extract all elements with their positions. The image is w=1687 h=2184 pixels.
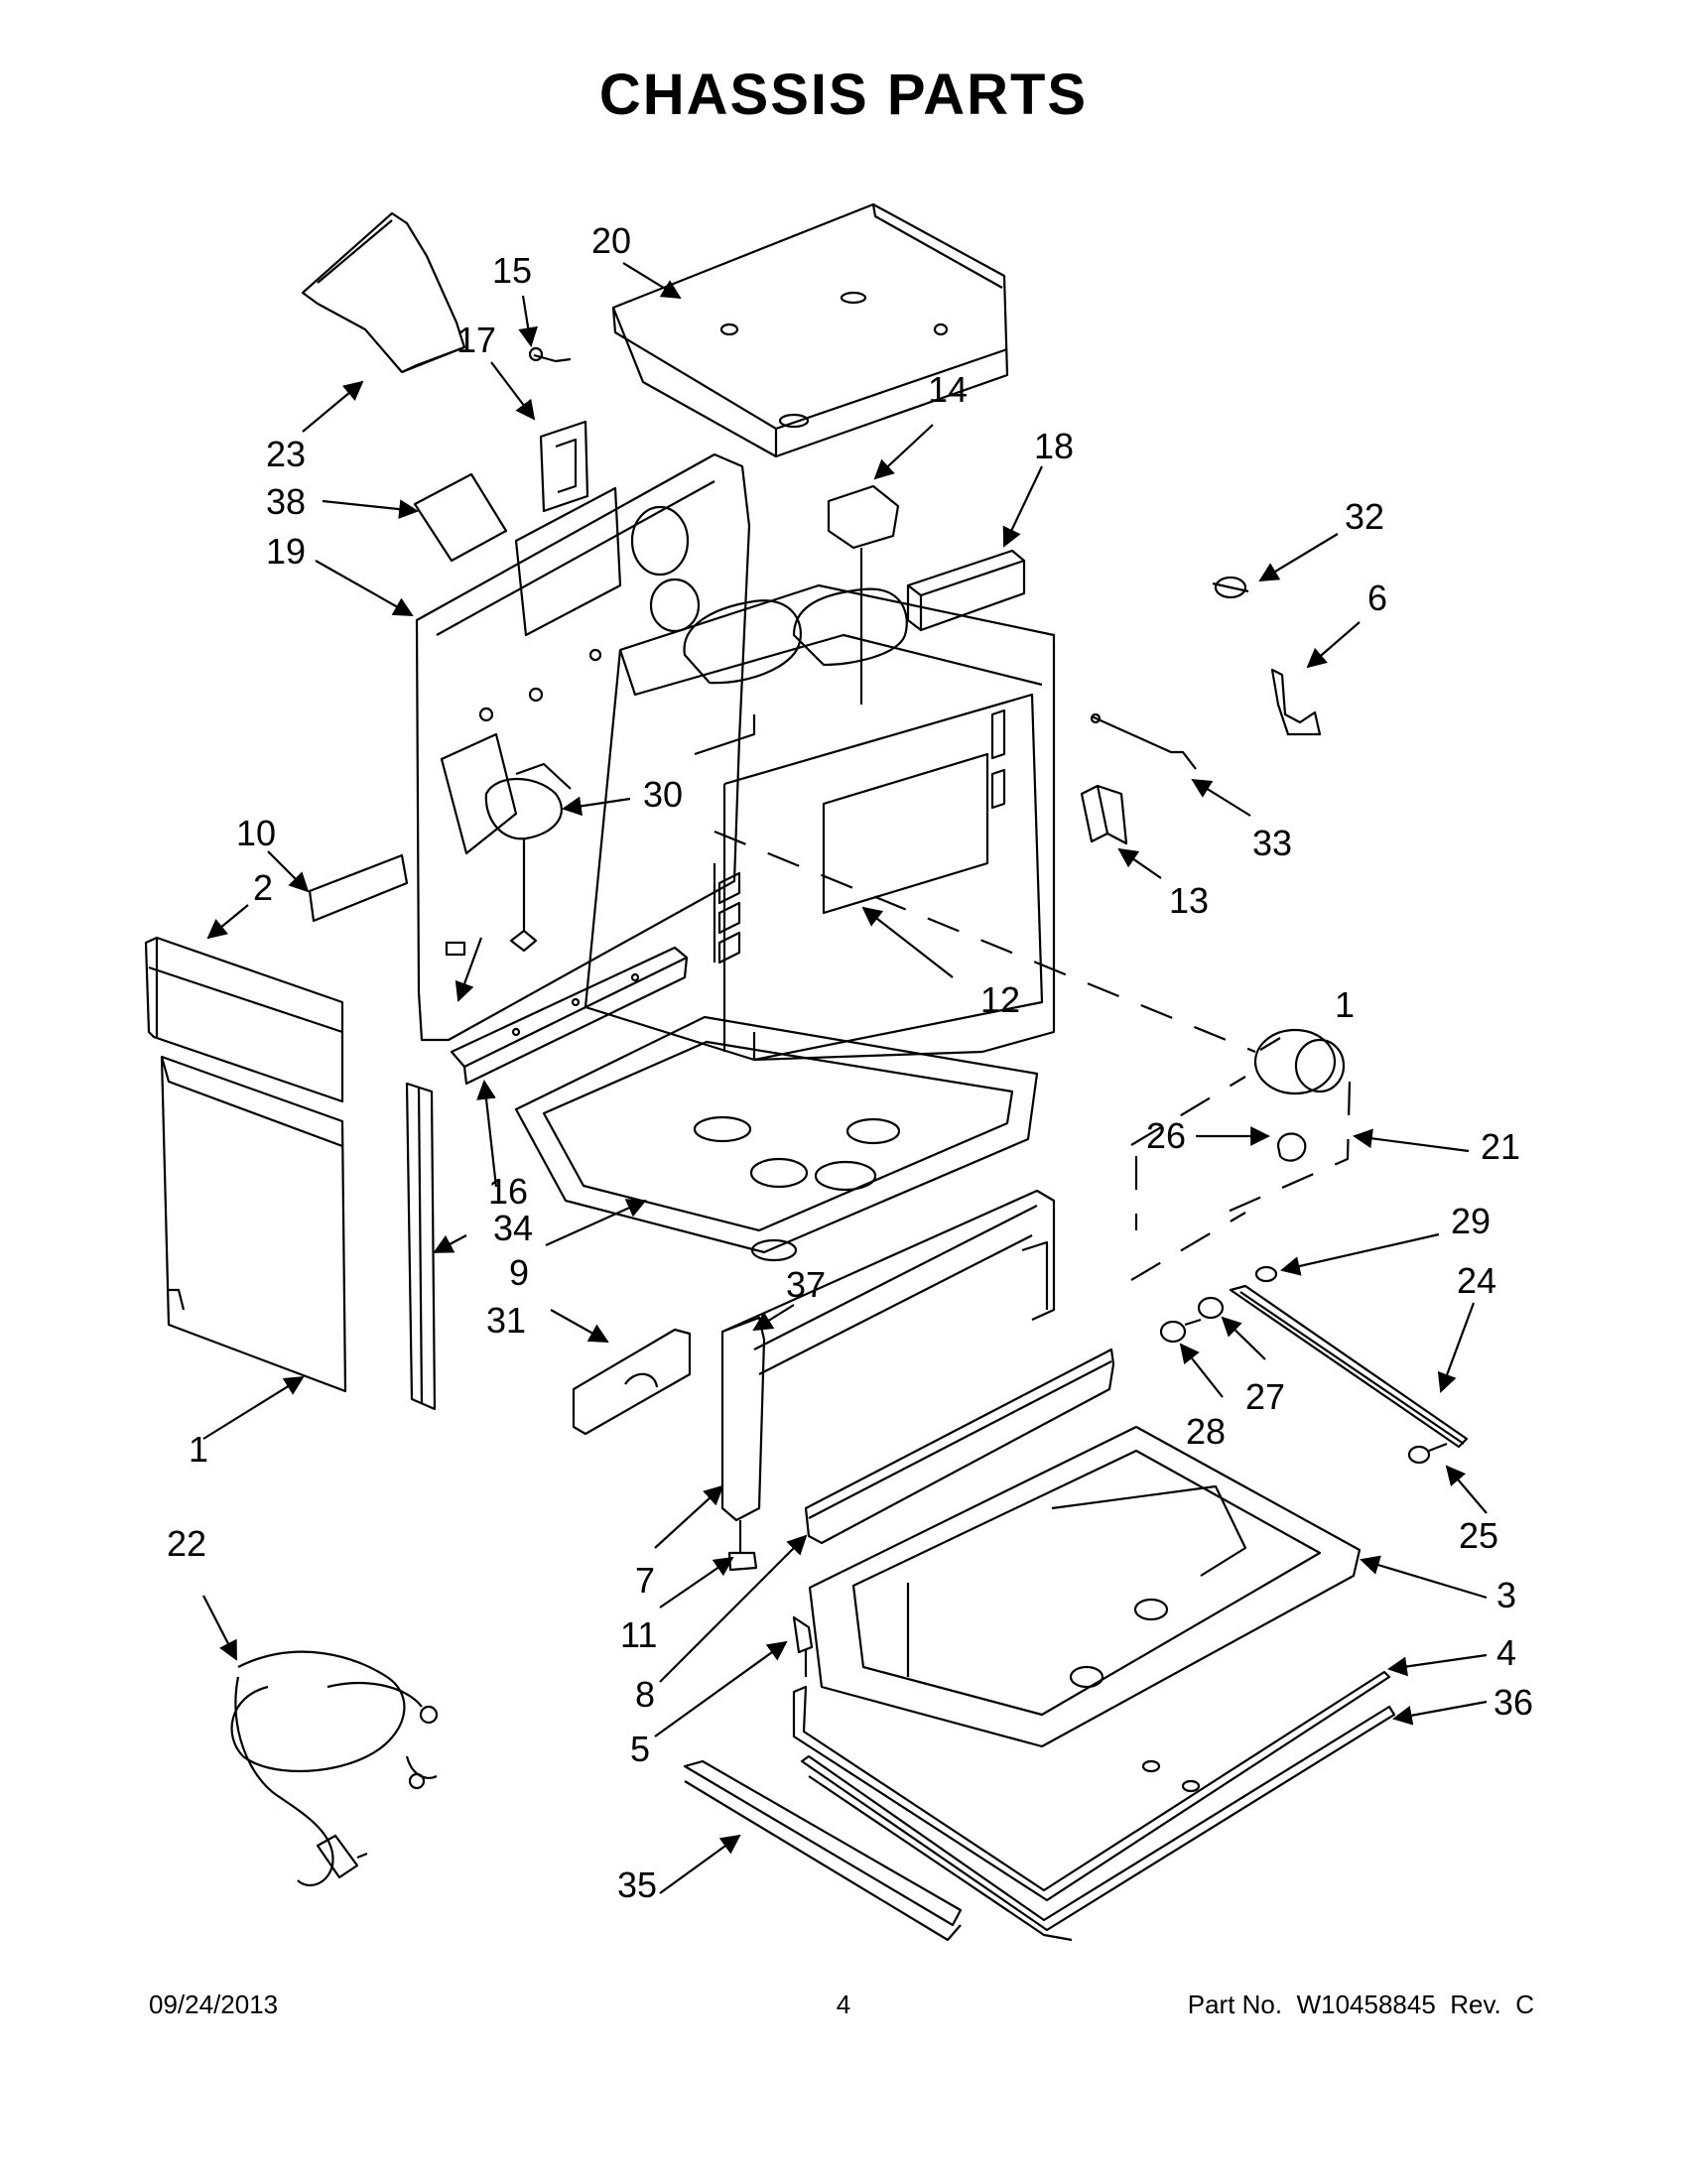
vent-duct-part [301, 211, 466, 374]
terminal-block [539, 420, 589, 513]
callout-1-b: 1 [189, 1429, 208, 1470]
oven-chassis-body [584, 583, 1056, 1062]
wire-shield-31 [572, 1328, 692, 1436]
top-cover-panel [611, 202, 1009, 458]
rear-panel [415, 452, 751, 1042]
footer-page-number: 4 [836, 1990, 851, 2019]
callout-35: 35 [617, 1864, 657, 1905]
callout-15: 15 [492, 250, 532, 291]
callout-13: 13 [1169, 880, 1209, 921]
bottom-rail-35 [683, 1759, 963, 1942]
callout-24: 24 [1457, 1260, 1496, 1301]
callout-5: 5 [630, 1729, 650, 1769]
drawer-rail-4 [792, 1670, 1391, 1902]
callout-22: 22 [167, 1523, 206, 1564]
callout-34: 34 [493, 1208, 533, 1248]
selector-switch [827, 484, 900, 705]
callout-36: 36 [1493, 1682, 1533, 1723]
side-panel-1 [160, 1055, 347, 1393]
callout-27: 27 [1245, 1376, 1285, 1417]
access-cover-plate [413, 472, 508, 563]
page-title: CHASSIS PARTS [598, 63, 1089, 127]
callout-2: 2 [253, 867, 273, 908]
callout-11: 11 [620, 1614, 657, 1655]
trim-strip-34 [405, 1082, 437, 1411]
footer-part-number: Part No. W10458845 Rev. C [1187, 1990, 1534, 2019]
bracket-6 [1270, 668, 1322, 736]
thermostat-32 [1212, 576, 1249, 599]
power-cord-22 [230, 1650, 439, 1887]
base-frame-3 [808, 1425, 1362, 1748]
convection-fan-motor [484, 762, 572, 953]
bushing-28 [1159, 1318, 1202, 1344]
rail-24 [1229, 1284, 1469, 1449]
callout-37: 37 [786, 1264, 826, 1305]
callout-32: 32 [1345, 496, 1384, 537]
callout-10: 10 [236, 813, 276, 853]
callout-8: 8 [635, 1674, 655, 1715]
oven-sensor-33 [1090, 712, 1197, 770]
callout-4: 4 [1496, 1632, 1516, 1673]
callout-19: 19 [266, 531, 306, 572]
drawer-slide-36 [800, 1705, 1396, 1942]
oven-light-assembly [1253, 1028, 1346, 1162]
front-rail-8 [804, 1348, 1115, 1545]
screw-5 [792, 1615, 814, 1677]
callout-16: 16 [488, 1171, 528, 1212]
electronic-control-box [906, 549, 1026, 632]
light-bracket-dashes [714, 830, 1352, 1281]
callout-38: 38 [266, 481, 306, 522]
spacer-29 [1254, 1265, 1278, 1283]
callout-28: 28 [1186, 1411, 1226, 1452]
callout-29: 29 [1451, 1201, 1491, 1241]
terminal-clip-13 [1080, 784, 1128, 845]
callout-30: 30 [643, 774, 683, 815]
heat-shield-10 [308, 853, 409, 923]
callout-3: 3 [1496, 1575, 1516, 1615]
callout-9: 9 [509, 1252, 529, 1293]
leveling-leg-11 [727, 1520, 758, 1572]
callout-17: 17 [456, 320, 496, 360]
side-shield-2 [144, 936, 344, 1103]
bracket-plate-16 [450, 946, 689, 1086]
callout-7: 7 [635, 1560, 655, 1601]
callout-1-a: 1 [1335, 984, 1355, 1025]
screw-25 [1407, 1442, 1448, 1465]
footer-date: 09/24/2013 [149, 1990, 279, 2019]
callout-18: 18 [1034, 426, 1074, 466]
callout-21: 21 [1481, 1126, 1520, 1167]
callout-26: 26 [1146, 1115, 1186, 1156]
washer-27 [1197, 1296, 1225, 1320]
callout-12: 12 [980, 979, 1020, 1020]
mounting-screw-15 [528, 346, 572, 363]
callout-31: 31 [486, 1300, 526, 1341]
callout-20: 20 [591, 220, 631, 261]
callout-25: 25 [1459, 1515, 1498, 1556]
oven-bottom-pan [514, 1015, 1039, 1262]
callout-33: 33 [1252, 823, 1292, 863]
callout-23: 23 [266, 434, 306, 474]
callout-14: 14 [928, 369, 968, 410]
callout-6: 6 [1367, 578, 1387, 618]
